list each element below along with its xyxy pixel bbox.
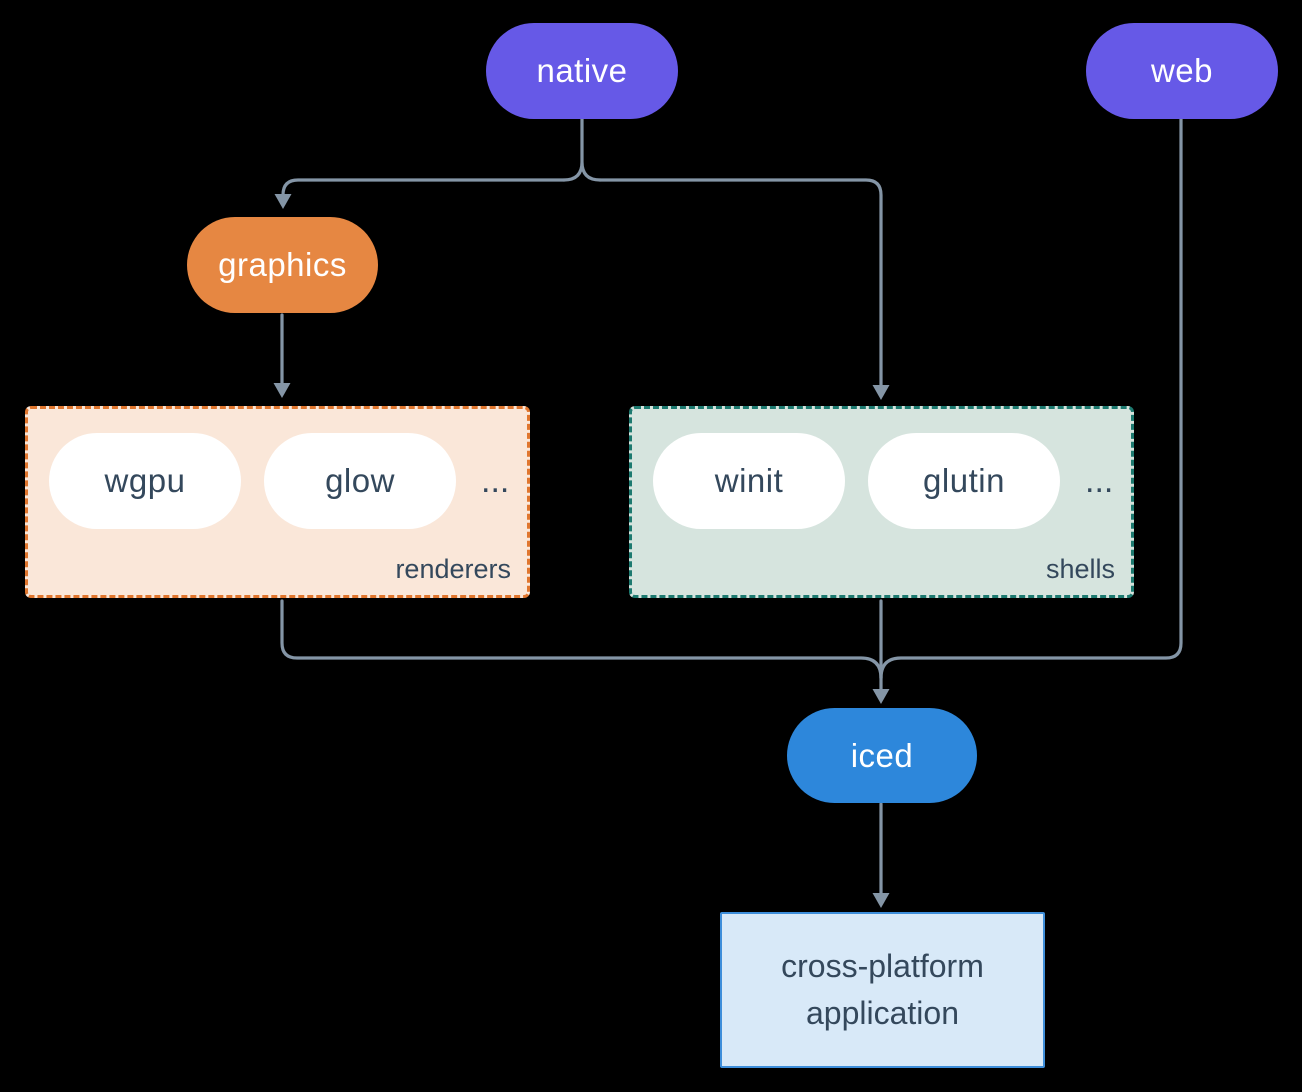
node-web-label: web <box>1150 52 1214 89</box>
renderers-group-label: renderers <box>395 554 511 584</box>
node-glow: glow <box>264 433 456 529</box>
node-glutin-label: glutin <box>923 462 1005 499</box>
node-iced: iced <box>787 708 977 803</box>
node-native: native <box>486 23 678 119</box>
arrowhead-renderers <box>273 383 291 398</box>
application-label: cross-platform application <box>781 948 984 1031</box>
connector-web-to-iced <box>879 117 1183 680</box>
renderers-ellipsis: ... <box>481 461 510 500</box>
renderers-items-row: wgpu glow ... <box>28 409 527 529</box>
connector-renderers-to-iced <box>280 599 883 680</box>
connector-native-to-shells <box>598 178 883 387</box>
group-shells: winit glutin ... shells <box>629 406 1134 598</box>
group-renderers: wgpu glow ... renderers <box>25 406 530 598</box>
arrowhead-graphics <box>274 194 292 209</box>
arrowhead-application <box>872 893 890 908</box>
node-glutin: glutin <box>868 433 1060 529</box>
node-winit: winit <box>653 433 845 529</box>
node-wgpu: wgpu <box>49 433 241 529</box>
shells-ellipsis: ... <box>1085 461 1114 500</box>
node-glow-label: glow <box>325 462 395 499</box>
node-iced-label: iced <box>850 736 914 774</box>
shells-items-row: winit glutin ... <box>632 409 1131 529</box>
node-web: web <box>1086 23 1278 119</box>
arrowhead-iced <box>872 689 890 704</box>
connector-native-to-graphics <box>281 178 566 197</box>
node-cross-platform-application: cross-platform application <box>720 912 1045 1068</box>
connector-native-stem <box>562 117 602 182</box>
shells-group-label: shells <box>1045 554 1115 584</box>
node-graphics-label: graphics <box>218 246 347 283</box>
node-graphics: graphics <box>187 217 378 313</box>
node-winit-label: winit <box>714 462 784 499</box>
node-wgpu-label: wgpu <box>104 462 186 499</box>
arrowhead-shells <box>872 385 890 400</box>
node-native-label: native <box>536 52 628 89</box>
